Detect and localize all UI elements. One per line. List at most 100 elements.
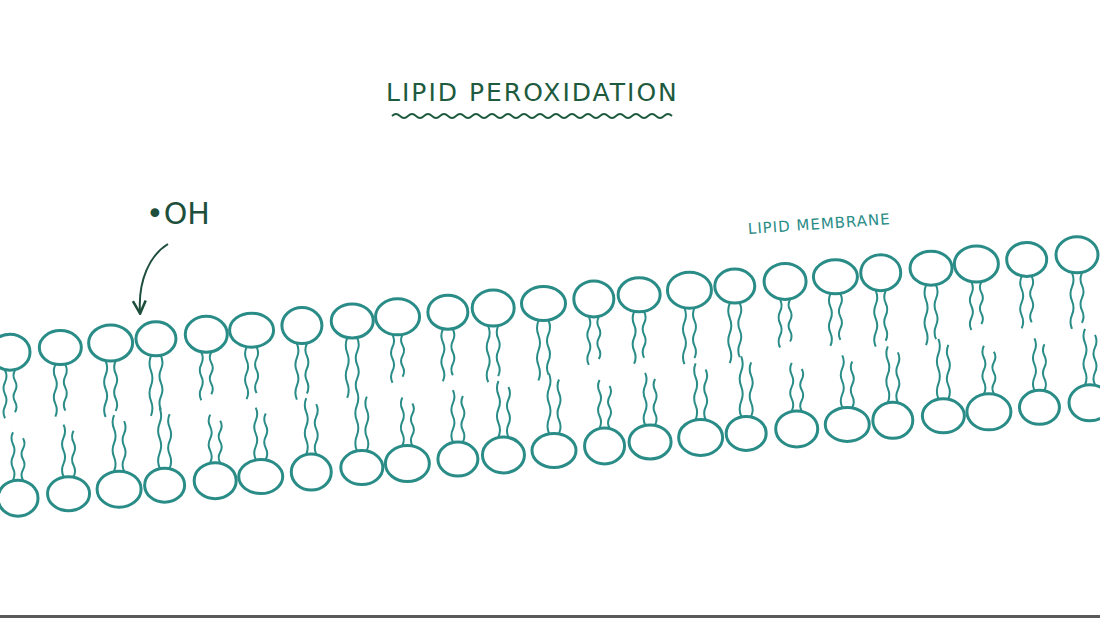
lipid-head [1007,242,1047,276]
lipid-tail [1033,338,1036,390]
lipid-tail [159,356,162,410]
lipid-tail [728,303,731,363]
lipid-tail [295,344,298,400]
lipid-tail [245,347,248,399]
lipid-tail [587,317,590,365]
lipid-tail [255,347,258,393]
lipid-head [89,325,133,361]
lipid-tail [401,398,404,446]
lipid-tail [537,321,540,381]
lipid-tail [497,326,500,376]
lipid-tail [738,303,741,357]
lipid-tail [633,312,636,364]
lipid-tail [800,369,803,411]
lipid-head [629,425,671,459]
lipid-tail [104,361,107,417]
lipid-tail [937,339,940,399]
lipid-head [715,269,755,303]
lipid-head [873,402,913,438]
lipid-tail [1030,276,1033,322]
lipid-tail [64,365,67,411]
lipid-tail [305,398,308,454]
lipid-tail [980,282,983,324]
lipid-tail [62,425,65,477]
lipid-tail [411,404,414,446]
lipid-tail [704,369,707,419]
lipid-tail [168,414,171,468]
lipid-head [482,437,524,473]
lipid-head [145,468,185,502]
lipid-head [585,428,625,464]
lipid-tail [200,352,203,400]
lipid-head [136,322,176,356]
lipid-tail [789,299,792,341]
lipid-head [954,246,998,282]
lipid-tail [1084,329,1087,385]
lipid-head [861,255,901,291]
lipid-head [967,394,1011,430]
lipid-head [776,411,818,447]
lipid-tail [365,397,368,451]
lipid-tail [935,285,938,339]
lipid-tail [158,408,161,468]
lipid-tail [693,308,696,358]
lipid-tail [597,317,600,359]
lipid-tail [497,381,500,437]
lipid-tail [391,335,394,383]
lipid-tail [683,308,686,364]
lipid-tail [401,335,404,377]
lipid-tail [790,363,793,411]
lipid-head [618,278,660,312]
lipid-tail [461,396,464,442]
lipid-head [239,460,283,494]
lipid-tail [219,421,222,463]
lipid-tail [779,299,782,347]
lipid-tail [487,326,490,382]
lipid-tail [14,370,17,412]
lipid-tail [608,386,611,428]
lipid-head [282,308,322,344]
lipid-tail [874,291,877,347]
lipid-tail [210,352,213,394]
lipid-head [522,287,566,321]
diagram-title: LIPID PEROXIDATION [386,78,679,107]
lipid-head [1069,385,1100,421]
lipid-head [48,477,90,511]
lipid-tail [22,438,25,480]
lipid-tail [1071,273,1074,329]
lipid-tail [982,346,985,394]
lipid-head [0,334,30,370]
lipid-tail [346,338,349,398]
lipid-tail [149,356,152,416]
lipid-tail [72,431,75,477]
lipid-head [1019,390,1059,424]
lipid-head [0,480,38,516]
lipid-tail [925,285,928,345]
lipid-tail [643,312,646,358]
pointer-arrow [140,244,168,312]
lipid-head [910,251,952,285]
lipid-tail [12,432,15,480]
radical-label: •OH [146,196,210,231]
lipid-tail [886,346,889,402]
lipid-head [291,454,331,490]
lipid-head [194,463,236,499]
lipid-tail [451,390,454,442]
lipid-head [825,407,869,441]
lipid-tail [598,380,601,428]
lipid-head [376,299,420,335]
lipid-head [97,471,141,507]
lipid-tail [644,373,647,425]
lipid-tail [264,414,267,460]
lipid-tail [123,421,126,471]
lipid-head [331,304,373,338]
lipid-tail [114,361,117,411]
lipid-tail [254,408,257,460]
lipid-tail [654,379,657,425]
lipid-tail [558,380,561,434]
lipid-tail [507,387,510,437]
lipid-tail [1043,344,1046,390]
lipid-head [679,419,723,455]
lipid-head [726,416,766,450]
lipid-bilayer [0,237,1100,516]
